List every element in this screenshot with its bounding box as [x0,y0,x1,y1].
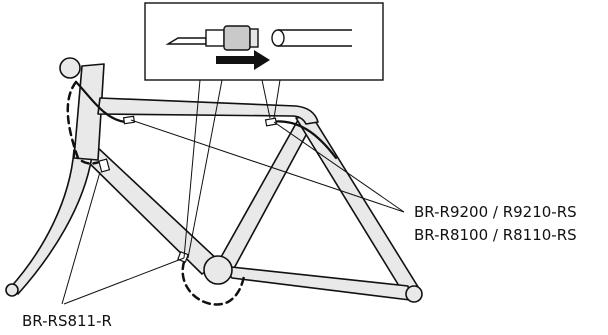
fork-dropout [5,283,19,297]
inset-leader-lines [183,79,281,259]
hose-holders [98,115,278,263]
rear-dropout [405,285,423,303]
hose-holder-top-tube-rear [264,117,278,127]
hose-holder-top-tube-front [122,115,136,125]
external-cables [74,80,338,160]
rear-internal-cable [181,260,246,306]
chain-stay [221,265,411,301]
top-tube [97,97,319,125]
model-label-rs811: BR-RS811-R [22,312,112,330]
model-label-r9200: BR-R9200 / R9210-RS [414,203,577,221]
bottom-bracket [203,255,233,285]
hose-with-connector [165,25,259,51]
fork-blade [9,149,93,295]
right-arrow-icon [216,50,270,70]
internal-cable-paths [66,80,246,306]
hose-holder-down-tube [177,251,189,263]
cable-insertion-inset [144,2,384,259]
seat-stay [295,115,421,295]
front-internal-cable [66,80,106,165]
bicycle-frame [5,57,423,303]
front-brake-cable [74,80,128,124]
model-label-r8100: BR-R8100 / R8110-RS [414,226,577,244]
handlebar-stub [59,57,81,79]
label-leader-lines [61,119,405,305]
target-hose [271,29,352,47]
rear-brake-cable [268,120,338,160]
seat-tube [215,119,313,273]
hose-holder-fork [98,158,111,173]
